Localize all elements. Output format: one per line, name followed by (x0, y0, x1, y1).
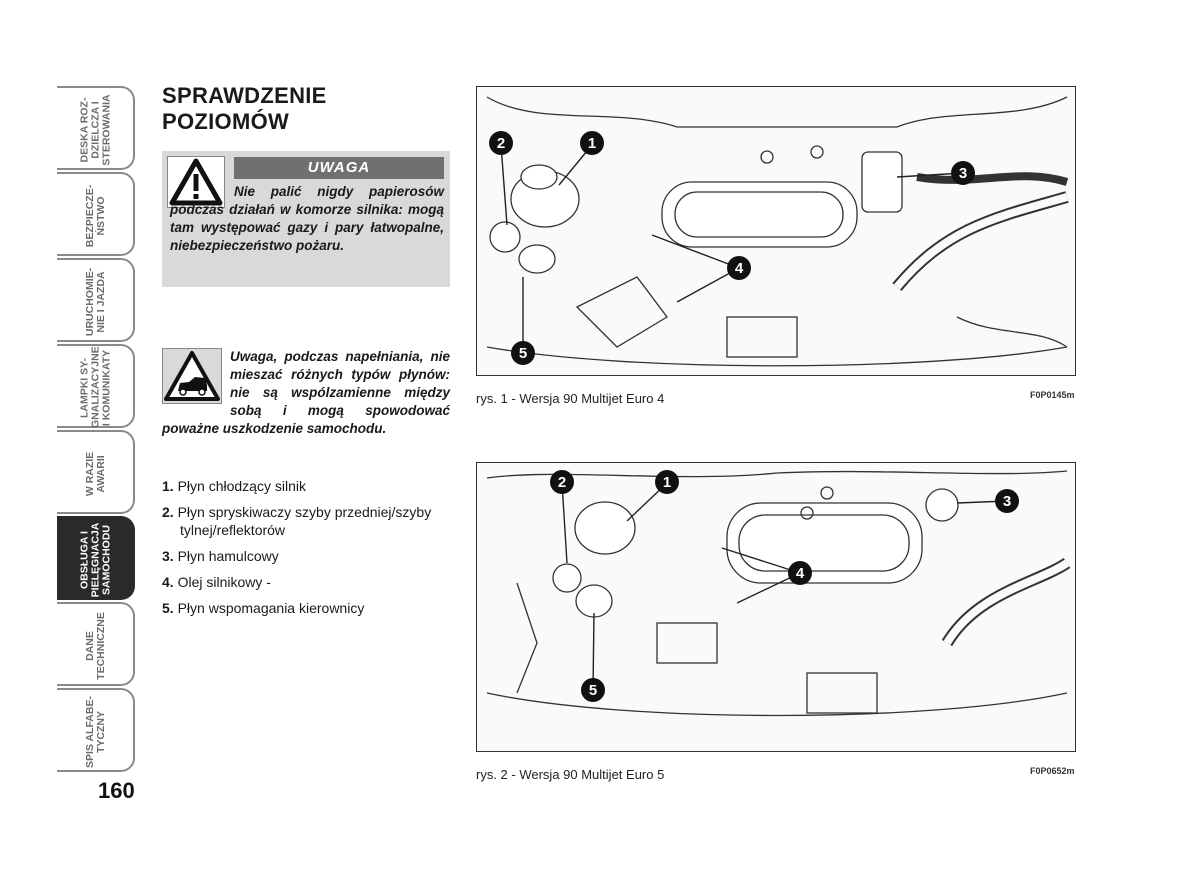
callout-2: 2 (558, 474, 566, 491)
list-item: 3. Płyn hamulcowy (162, 547, 452, 565)
warning-box: UWAGA Nie palić nigdy papierosów podczas… (162, 151, 450, 287)
engine-figure-2: 1 2 3 4 5 (476, 462, 1076, 752)
caution-text: Uwaga, podczas napełniania, nie mieszać … (162, 349, 450, 436)
callout-4: 4 (735, 260, 744, 277)
tab-obsluga[interactable]: OBSŁUGA I PIELĘGNACJA SAMOCHODU (57, 516, 135, 600)
tab-dane-techniczne[interactable]: DANE TECHNICZNE (57, 602, 135, 686)
warning-header: UWAGA (234, 157, 444, 179)
tab-label: LAMPKI SY- GNALIZACYJNE I KOMUNIKATY (78, 346, 113, 428)
callout-1: 1 (663, 474, 671, 491)
tab-label: DANE TECHNICZNE (84, 612, 107, 680)
tab-w-razie-awarii[interactable]: W RAZIE AWARII (57, 430, 135, 514)
callout-3: 3 (959, 165, 967, 182)
fluid-list: 1. Płyn chłodzący silnik 2. Płyn spryski… (162, 477, 452, 625)
warning-text-block: Nie palić nigdy papierosów podczas dział… (170, 183, 444, 255)
car-caution-icon (162, 348, 222, 404)
tab-spis-alfabetyczny[interactable]: SPIS ALFABE- TYCZNY (57, 688, 135, 772)
page-title: SPRAWDZENIE POZIOMÓW (162, 83, 327, 134)
list-item: 5. Płyn wspomagania kierownicy (162, 599, 452, 617)
callout-5: 5 (519, 345, 527, 362)
item-text: Płyn wspomagania kierownicy (177, 600, 365, 616)
item-text: Olej silnikowy - (177, 574, 271, 590)
tab-lampki[interactable]: LAMPKI SY- GNALIZACYJNE I KOMUNIKATY (57, 344, 135, 428)
callout-4: 4 (796, 565, 805, 582)
list-item: 4. Olej silnikowy - (162, 573, 452, 591)
tab-uruchomienie[interactable]: URUCHOMIE- NIE I JAZDA (57, 258, 135, 342)
callout-2: 2 (497, 135, 505, 152)
list-item: 2. Płyn spryskiwaczy szyby przedniej/szy… (162, 503, 452, 539)
item-text: Płyn hamulcowy (177, 548, 279, 564)
callout-5: 5 (589, 682, 597, 699)
item-text: Płyn spryskiwaczy szyby przedniej/szyby … (177, 504, 432, 538)
tab-label: URUCHOMIE- NIE I JAZDA (84, 267, 107, 337)
item-number: 5. (162, 600, 174, 616)
tab-label: OBSŁUGA I PIELĘGNACJA SAMOCHODU (78, 522, 113, 598)
figure-1-caption: rys. 1 - Wersja 90 Multijet Euro 4 (476, 391, 665, 406)
callout-1: 1 (588, 135, 596, 152)
page-number: 160 (98, 778, 135, 803)
item-text: Płyn chłodzący silnik (177, 478, 306, 494)
warning-text: Nie palić nigdy papierosów podczas dział… (170, 184, 444, 253)
figure-1-code: F0P0145m (1030, 390, 1075, 400)
tab-label: BEZPIECZE- ŃSTWO (84, 184, 107, 248)
item-number: 1. (162, 478, 174, 494)
list-item: 1. Płyn chłodzący silnik (162, 477, 452, 495)
item-number: 2. (162, 504, 174, 520)
tab-label: DESKA ROZ- DZIELCZA I STEROWANIA (78, 94, 113, 166)
item-number: 3. (162, 548, 174, 564)
engine-figure-1: 1 2 3 4 5 (476, 86, 1076, 376)
figure-2-code: F0P0652m (1030, 766, 1075, 776)
callout-3: 3 (1003, 493, 1011, 510)
tab-bezpieczenstwo[interactable]: BEZPIECZE- ŃSTWO (57, 172, 135, 256)
figure-2-caption: rys. 2 - Wersja 90 Multijet Euro 5 (476, 767, 665, 782)
warning-triangle-icon (167, 156, 225, 208)
tab-deska-rozdzielcza[interactable]: DESKA ROZ- DZIELCZA I STEROWANIA (57, 86, 135, 170)
item-number: 4. (162, 574, 174, 590)
tab-label: SPIS ALFABE- TYCZNY (84, 696, 107, 768)
tab-label: W RAZIE AWARII (84, 451, 107, 497)
caution-text-block: Uwaga, podczas napełniania, nie mieszać … (162, 348, 450, 438)
